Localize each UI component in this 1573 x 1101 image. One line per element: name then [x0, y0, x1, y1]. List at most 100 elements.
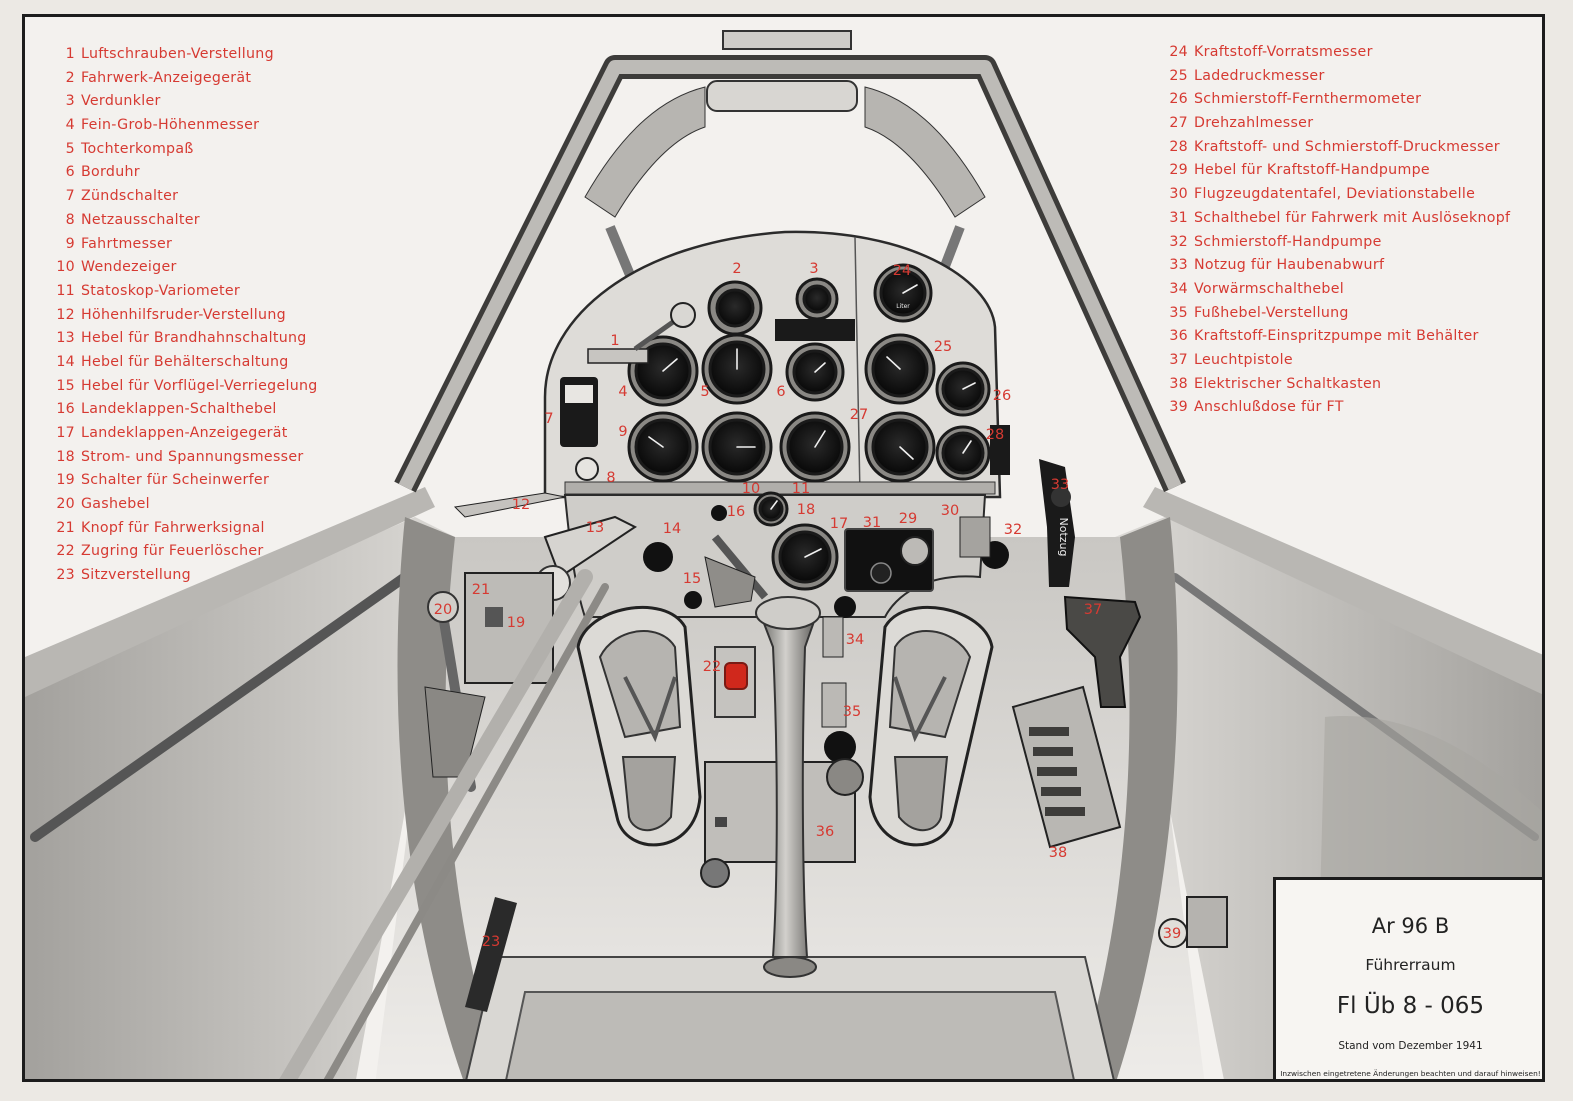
- legend-item-number: 33: [1169, 257, 1188, 274]
- legend-item-number: 21: [56, 519, 75, 536]
- legend-item-label: Notzug für Haubenabwurf: [1194, 257, 1385, 274]
- legend-item-number: 9: [65, 235, 75, 252]
- legend-item-number: 5: [65, 140, 75, 157]
- callout-number: 24: [892, 262, 912, 279]
- legend-item-label: Zündschalter: [81, 188, 179, 205]
- legend-item-number: 16: [56, 401, 75, 418]
- legend-item-label: Kraftstoff-Vorratsmesser: [1194, 44, 1373, 60]
- legend-item-label: Netzausschalter: [81, 211, 200, 228]
- legend-item-number: 28: [1169, 138, 1188, 155]
- callout-number: 37: [1083, 601, 1103, 618]
- callout-number: 1: [610, 332, 620, 349]
- callout-number: 20: [433, 601, 453, 618]
- legend-item-label: Landeklappen-Schalthebel: [81, 401, 277, 418]
- legend-item: 15 Hebel für Vorflügel-Verriegelung: [51, 375, 318, 399]
- section-title: Führerraum: [1365, 956, 1456, 974]
- callout-number: 9: [618, 423, 628, 440]
- legend-item-number: 23: [56, 567, 75, 584]
- legend-item-label: Knopf für Fahrwerksignal: [81, 519, 265, 536]
- legend-item-number: 34: [1169, 280, 1188, 297]
- callout-number: 15: [682, 570, 702, 587]
- callout-number: 6: [776, 383, 786, 400]
- callout-number: 23: [481, 933, 501, 950]
- legend-item-number: 32: [1169, 233, 1188, 250]
- legend-item-number: 2: [65, 69, 75, 86]
- legend-item-number: 18: [56, 448, 75, 465]
- legend-item-number: 12: [56, 306, 75, 323]
- callout-number: 4: [618, 383, 628, 400]
- legend-item-label: Vorwärmschalthebel: [1194, 280, 1344, 297]
- legend-item-label: Fahrwerk-Anzeigegerät: [81, 69, 252, 86]
- legend-item-number: 36: [1169, 328, 1188, 345]
- legend-item-number: 7: [65, 188, 75, 205]
- callout-number: 13: [585, 519, 605, 536]
- callout-number: 31: [862, 514, 882, 531]
- legend-item-number: 27: [1169, 115, 1188, 132]
- legend-item-number: 38: [1169, 375, 1188, 392]
- callout-number: 18: [796, 501, 816, 518]
- callout-number: 39: [1162, 925, 1182, 942]
- legend-item: 33 Notzug für Haubenabwurf: [1163, 254, 1510, 278]
- callout-number: 19: [506, 614, 526, 631]
- legend-item: 9 Fahrtmesser: [51, 233, 318, 257]
- callout-number: 21: [471, 581, 491, 598]
- callout-number: 22: [702, 658, 722, 675]
- legend-item-number: 3: [65, 93, 75, 110]
- callout-number: 7: [544, 410, 554, 427]
- callout-number: 2: [732, 260, 742, 277]
- callout-number: 10: [741, 480, 761, 497]
- legend-item-label: Hebel für Vorflügel-Verriegelung: [81, 377, 318, 394]
- legend-item: 16 Landeklappen-Schalthebel: [51, 398, 318, 422]
- callout-number: 30: [940, 502, 960, 519]
- legend-item: 3 Verdunkler: [51, 90, 318, 114]
- legend-item-number: 39: [1169, 399, 1188, 416]
- callout-number: 3: [809, 260, 819, 277]
- legend-item-label: Fein-Grob-Höhenmesser: [81, 117, 260, 134]
- legend-item-label: Anschlußdose für FT: [1194, 399, 1344, 416]
- legend-item-label: Borduhr: [81, 164, 140, 181]
- legend-item: 28 Kraftstoff- und Schmierstoff-Druckmess…: [1163, 136, 1510, 160]
- callout-number: 26: [992, 387, 1012, 404]
- rudder-pedal-left: [576, 605, 702, 847]
- legend-item-label: Ladedruckmesser: [1194, 67, 1325, 84]
- legend-item-number: 15: [56, 377, 75, 394]
- callout-number: 12: [511, 496, 531, 513]
- legend-item-number: 24: [1169, 44, 1188, 60]
- legend-item-label: Zugring für Feuerlöscher: [81, 543, 264, 560]
- legend-item: 39 Anschlußdose für FT: [1163, 396, 1510, 420]
- callout-number: 8: [606, 469, 616, 486]
- legend-item-label: Kraftstoff- und Schmierstoff-Druckmesser: [1194, 138, 1500, 155]
- legend-item-label: Verdunkler: [81, 93, 161, 110]
- legend-item-label: Strom- und Spannungsmesser: [81, 448, 304, 465]
- legend-item: 6 Borduhr: [51, 161, 318, 185]
- legend-item-number: 31: [1169, 209, 1188, 226]
- aircraft-model: Ar 96 B: [1371, 914, 1450, 938]
- legend-item-number: 14: [56, 353, 75, 370]
- legend-item-number: 6: [65, 164, 75, 181]
- callout-number: 28: [985, 426, 1005, 443]
- legend-item-number: 4: [65, 117, 75, 134]
- callout-number: 35: [842, 703, 862, 720]
- document-number: Fl Üb 8 - 065: [1336, 993, 1485, 1019]
- legend-item: 7 Zündschalter: [51, 185, 318, 209]
- rudder-pedal-right: [868, 605, 994, 847]
- legend-item-number: 20: [56, 496, 75, 513]
- legend-item-label: Gashebel: [81, 496, 150, 513]
- legend-item-label: Fahrtmesser: [81, 235, 173, 252]
- legend-item-number: 37: [1169, 351, 1188, 368]
